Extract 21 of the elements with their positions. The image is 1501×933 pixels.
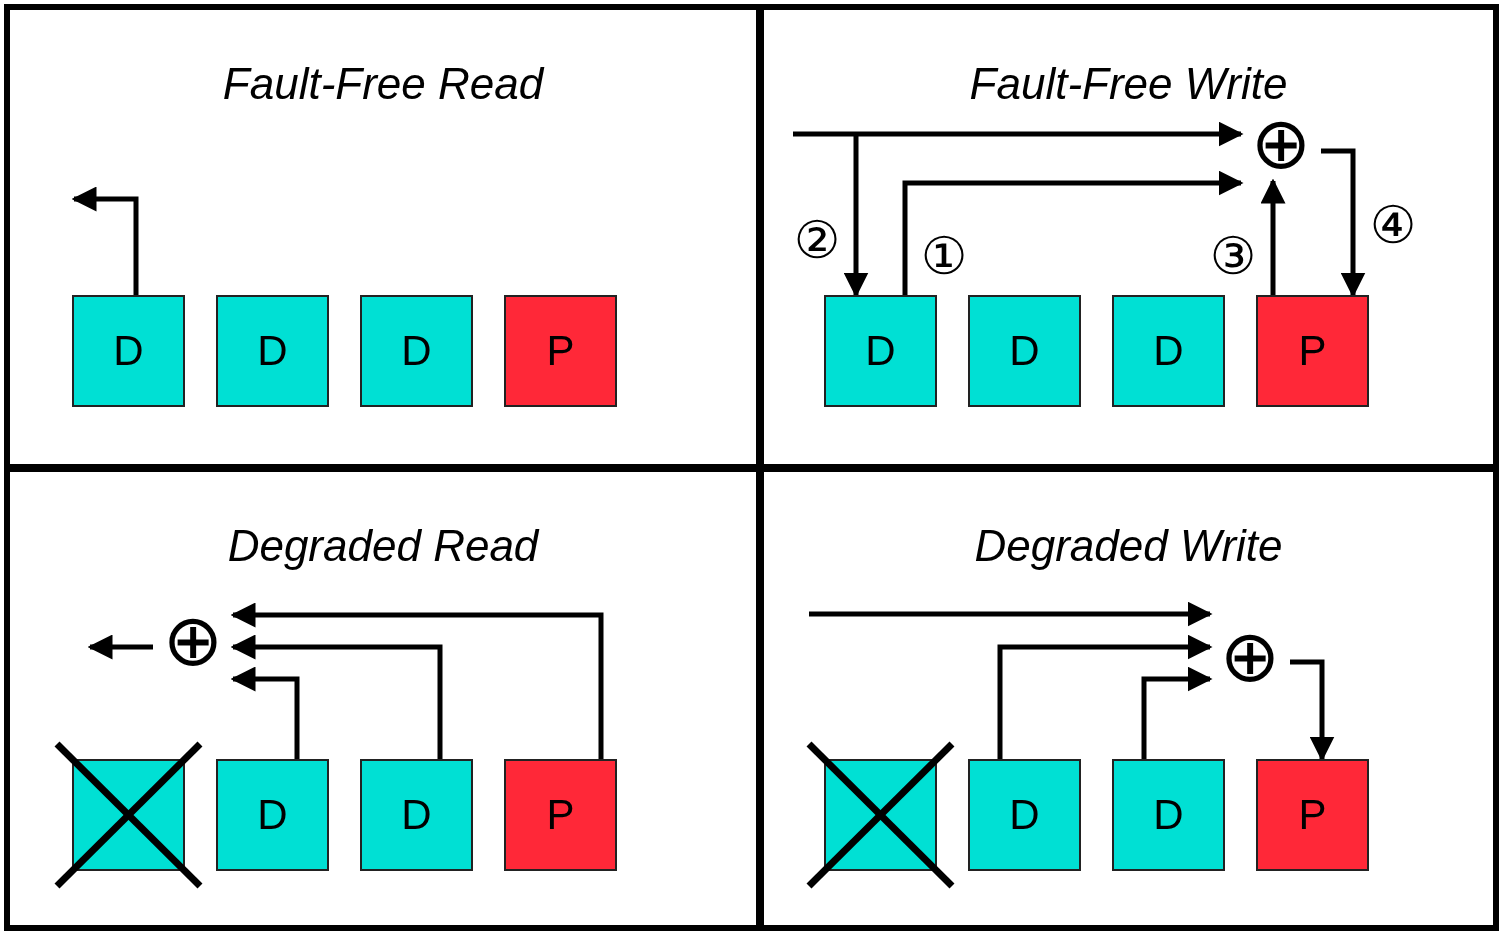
xor-symbol: ⊕ — [162, 604, 224, 676]
arrow — [230, 666, 300, 759]
panel-title: Fault-Free Read — [221, 58, 546, 110]
arrow — [793, 121, 1244, 147]
arrow — [230, 634, 443, 759]
xor-symbol: ⊕ — [1219, 620, 1281, 692]
arrow — [997, 634, 1213, 759]
arrow — [1321, 148, 1366, 298]
panel-title: Degraded Read — [226, 520, 541, 572]
arrow — [902, 170, 1244, 295]
panel-title: Degraded Write — [973, 520, 1284, 572]
arrow — [1141, 666, 1213, 759]
arrow — [1260, 178, 1286, 295]
arrow — [230, 602, 604, 759]
arrow — [843, 134, 869, 298]
panel-title: Fault-Free Write — [968, 58, 1289, 110]
arrow — [87, 634, 153, 660]
xor-symbol: ⊕ — [1250, 107, 1312, 179]
arrow — [809, 601, 1213, 627]
arrow — [71, 186, 139, 295]
arrow — [1290, 659, 1335, 762]
